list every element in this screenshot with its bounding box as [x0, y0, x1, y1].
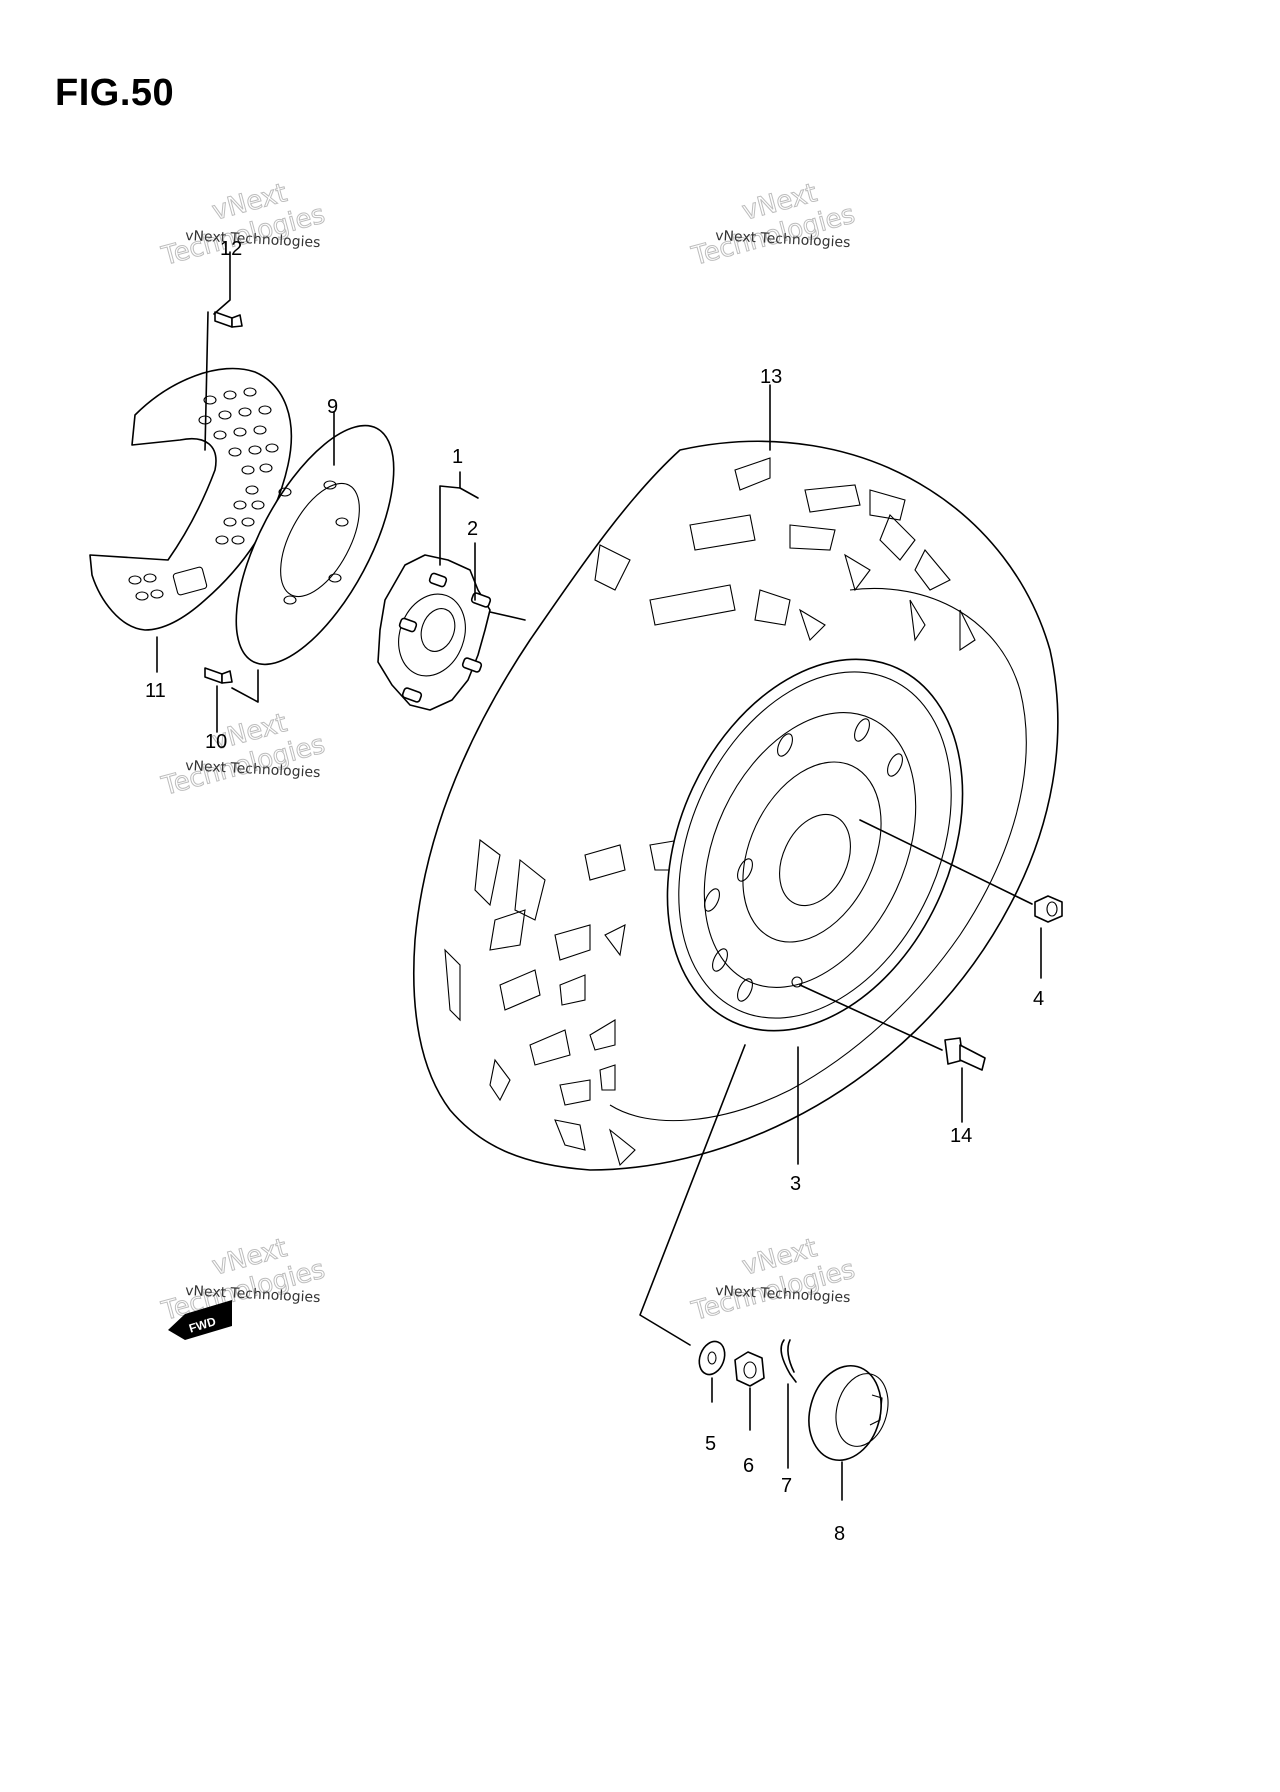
watermark-text: vNext Technologies: [715, 228, 851, 251]
callout-7: 7: [781, 1475, 792, 1497]
valve-stem-part: [944, 1037, 986, 1071]
castle-nut-part: [734, 1351, 765, 1387]
callout-6: 6: [743, 1455, 754, 1477]
watermark-text: vNext Technologies: [715, 1283, 851, 1306]
callout-labels: 1 2 3 4 5 6 7 8 9 10 11 12 13 14: [145, 238, 1044, 1545]
brake-disc-part: [235, 424, 395, 666]
watermark-text: vNext Technologies: [185, 228, 321, 251]
hub-studs: [398, 572, 492, 703]
callout-14: 14: [950, 1125, 972, 1147]
wheel-hub-part: [377, 554, 492, 711]
watermark: vNext Technologies vNext Technologies: [158, 1233, 329, 1328]
watermark: vNext Technologies vNext Technologies: [158, 708, 329, 803]
fwd-arrow-badge: FWD: [168, 1300, 232, 1340]
watermark-text: vNext Technologies: [185, 1283, 321, 1306]
hub-cap-part: [808, 1364, 889, 1462]
callout-3: 3: [790, 1173, 801, 1195]
callout-4: 4: [1033, 988, 1044, 1010]
bolt-10-part: [204, 667, 233, 684]
wheel-rim-part: [666, 658, 964, 1032]
watermark: vNext Technologies vNext Technologies: [688, 1233, 859, 1328]
washer-part: [698, 1340, 726, 1376]
cotter-pin-part: [780, 1339, 797, 1383]
figure-title: FIG.50: [55, 72, 175, 114]
leader-lines: [156, 251, 1042, 1501]
callout-13: 13: [760, 366, 782, 388]
callout-11: 11: [145, 680, 166, 702]
callout-5: 5: [705, 1433, 716, 1455]
tire-tread-blocks: [444, 457, 976, 1167]
rim-vent-holes: [704, 718, 903, 1002]
callout-1: 1: [452, 446, 463, 468]
watermark: vNext Technologies vNext Technologies: [688, 178, 859, 273]
callout-9: 9: [327, 396, 338, 418]
callout-12: 12: [220, 238, 242, 260]
watermark-text: vNext Technologies: [185, 758, 321, 781]
bolt-12-part: [214, 311, 243, 328]
disc-cover-part: [89, 367, 293, 631]
callout-8: 8: [834, 1523, 845, 1545]
disc-bolt-holes: [278, 480, 349, 605]
wheel-nut-part: [1034, 895, 1063, 923]
callout-2: 2: [467, 518, 478, 540]
watermark: vNext Technologies vNext Technologies: [158, 178, 329, 273]
callout-10: 10: [205, 731, 227, 753]
